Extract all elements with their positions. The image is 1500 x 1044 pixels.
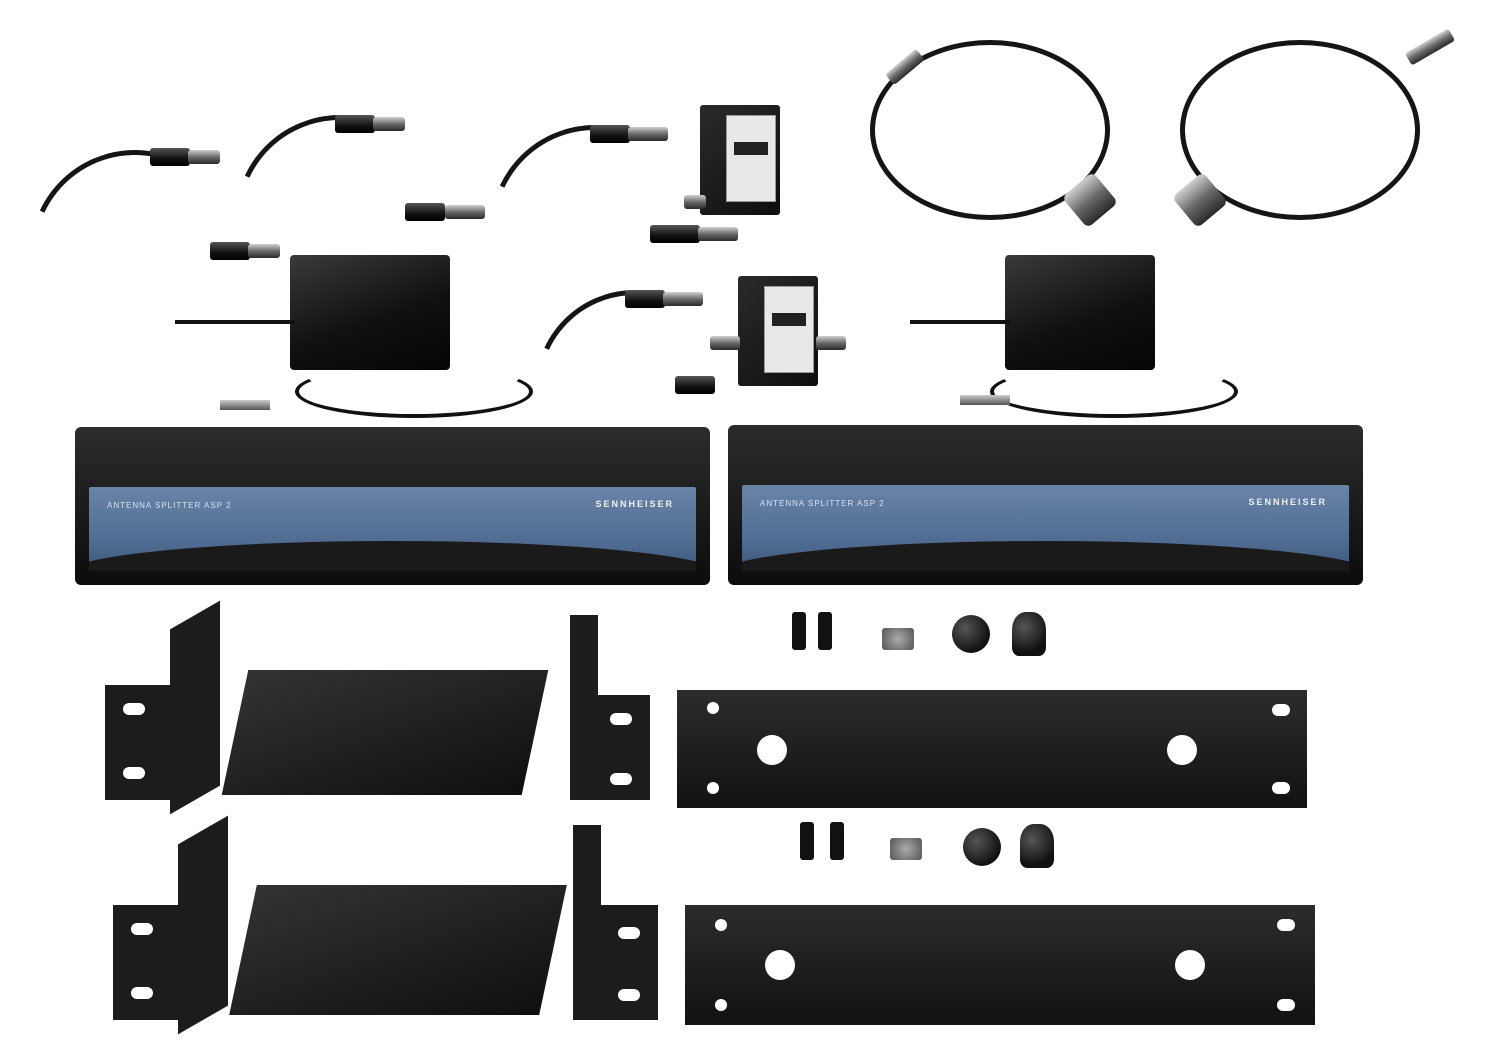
rack-ear-left	[105, 685, 170, 800]
joining-plate	[685, 905, 1315, 1025]
short-bnc-cable-1	[0, 120, 280, 390]
antenna-booster-2	[710, 276, 846, 386]
long-bnc-cable-1	[860, 20, 1120, 240]
rack-ear-left	[113, 905, 178, 1020]
nut-icon	[890, 838, 922, 860]
joining-plate	[677, 690, 1307, 808]
rack-shelf	[221, 670, 549, 795]
plug-icon	[1020, 824, 1054, 868]
rack-ear-right	[573, 905, 658, 1020]
power-supply-2	[910, 255, 1270, 418]
power-supply-1	[175, 255, 535, 418]
screw-icon	[818, 612, 832, 650]
splitter-model-text: ANTENNA SPLITTER ASP 2	[107, 501, 232, 510]
splitter-brand-text: SENNHEISER	[1248, 497, 1327, 507]
cover-cap-icon	[952, 615, 990, 653]
antenna-splitter-2: ANTENNA SPLITTER ASP 2 SENNHEISER	[728, 425, 1363, 585]
screw-icon	[830, 822, 844, 860]
rack-ear-right	[570, 695, 650, 800]
rack-shelf	[229, 885, 567, 1015]
screw-icon	[792, 612, 806, 650]
short-bnc-cable-3	[460, 95, 750, 365]
long-bnc-cable-2	[1170, 20, 1490, 240]
antenna-splitter-1: ANTENNA SPLITTER ASP 2 SENNHEISER	[75, 427, 710, 585]
nut-icon	[882, 628, 914, 650]
rack-kit-1	[100, 600, 1320, 815]
rack-kit-2	[108, 815, 1328, 1035]
cover-cap-icon	[963, 828, 1001, 866]
splitter-brand-text: SENNHEISER	[595, 499, 674, 509]
antenna-booster-1	[684, 105, 780, 215]
plug-icon	[1012, 612, 1046, 656]
short-bnc-cable-2	[205, 85, 495, 355]
splitter-model-text: ANTENNA SPLITTER ASP 2	[760, 499, 885, 508]
short-bnc-cable-4	[506, 261, 775, 519]
screw-icon	[800, 822, 814, 860]
